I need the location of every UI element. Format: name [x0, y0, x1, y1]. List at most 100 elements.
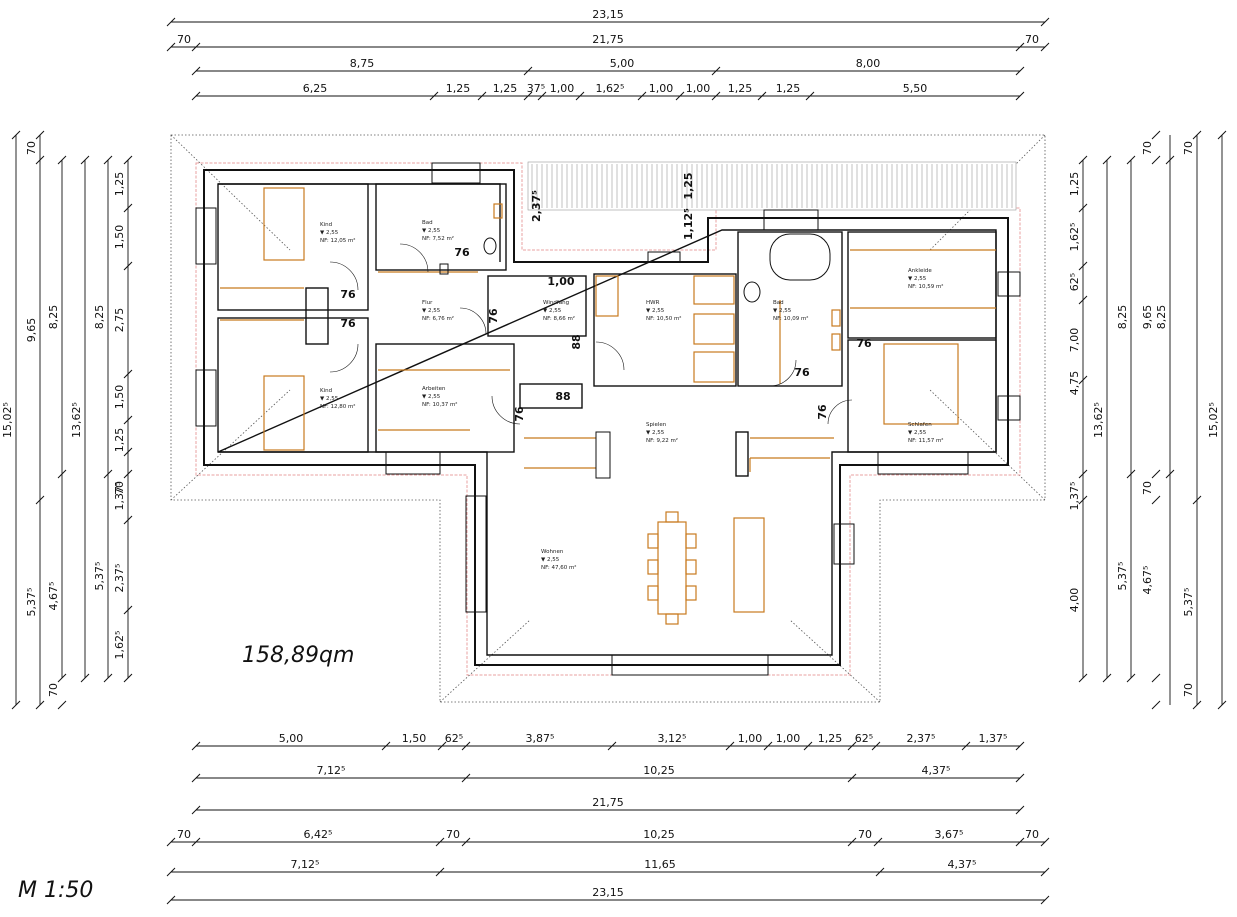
- dim-label-v: 5,37⁵: [1182, 588, 1195, 617]
- dim-label-v: 4,75: [1068, 371, 1081, 396]
- dim-label-v: 8,25: [1116, 305, 1129, 330]
- dim-label-h: 70: [177, 33, 191, 46]
- room-area: NF: 12,80 m²: [320, 403, 356, 410]
- dim-label-v: 9,65: [25, 318, 38, 343]
- exterior-walls: [203, 169, 1009, 666]
- room-height: ▼ 2,55: [908, 276, 927, 282]
- dim-label-v: 70: [1182, 683, 1195, 697]
- dim-label-h: 21,75: [592, 796, 624, 809]
- dim-label-v: 1,62⁵: [1068, 223, 1081, 252]
- inner-dim-label: 88: [555, 390, 570, 403]
- inner-dim-label: 76: [513, 406, 526, 422]
- dim-label-v: 4,67⁵: [1141, 566, 1154, 595]
- room-area: NF: 10,59 m²: [908, 283, 944, 290]
- scale-label: M 1:50: [18, 878, 93, 903]
- dim-label-h: 1,25: [446, 82, 471, 95]
- dim-label-v: 70: [1141, 481, 1154, 495]
- dim-label-h: 1,00: [738, 732, 763, 745]
- room-height: ▼ 2,55: [320, 396, 339, 402]
- dim-label-h: 8,00: [856, 57, 881, 70]
- dim-label-v: 7,00: [1068, 328, 1081, 353]
- dim-label-v: 5,37⁵: [1116, 562, 1129, 591]
- dim-label-v: 1,37⁵: [113, 482, 126, 511]
- dim-label-v: 8,25: [1155, 305, 1168, 330]
- dim-label-h: 21,75: [592, 33, 624, 46]
- room-area: NF: 10,09 m²: [773, 315, 809, 322]
- dim-label-h: 1,37⁵: [979, 732, 1008, 745]
- dim-label-v: 70: [1141, 141, 1154, 155]
- room-name: Arbeiten: [422, 386, 446, 392]
- room-name: Ankleide: [908, 268, 932, 274]
- room-area: NF: 10,37 m²: [422, 401, 458, 408]
- room-area: NF: 11,57 m²: [908, 437, 944, 444]
- inner-dim-label: 1,25: [682, 172, 695, 199]
- dim-label-v: 13,62⁵: [70, 402, 83, 438]
- fixtures: [439, 233, 831, 479]
- dim-label-h: 2,37⁵: [907, 732, 936, 745]
- dim-label-v: 1,62⁵: [113, 631, 126, 660]
- dim-label-h: 70: [446, 828, 460, 841]
- dim-label-h: 70: [858, 828, 872, 841]
- room-area: NF: 10,50 m²: [646, 315, 682, 322]
- dim-label-v: 1,50: [113, 225, 126, 250]
- room-height: ▼ 2,55: [541, 557, 560, 563]
- room-height: ▼ 2,55: [646, 430, 665, 436]
- inner-dim-label: 1,00: [547, 275, 574, 288]
- room-area: NF: 12,05 m²: [320, 237, 356, 244]
- inner-dim-label: 76: [794, 366, 810, 379]
- inner-dim-label: 76: [487, 308, 500, 324]
- dim-label-h: 1,25: [776, 82, 801, 95]
- eaves-outline: [195, 162, 1021, 676]
- dim-label-v: 5,37⁵: [93, 562, 106, 591]
- dim-label-v: 62⁵: [1068, 273, 1081, 291]
- room-height: ▼ 2,55: [646, 308, 665, 314]
- dim-label-v: 70: [25, 141, 38, 155]
- dim-label-v: 8,25: [93, 305, 106, 330]
- room-area: NF: 7,52 m²: [422, 235, 454, 242]
- dim-label-h: 70: [1025, 33, 1039, 46]
- room-area: NF: 6,76 m²: [422, 315, 454, 322]
- dim-label-h: 1,00: [776, 732, 801, 745]
- room-name: HWR: [646, 300, 660, 306]
- dim-label-h: 3,67⁵: [935, 828, 964, 841]
- inner-dim-label: 2,37⁵: [530, 190, 543, 222]
- inner-dim-label: 88: [570, 334, 583, 349]
- dim-label-h: 70: [1025, 828, 1039, 841]
- room-name: Spielen: [646, 422, 667, 428]
- room-height: ▼ 2,55: [422, 394, 441, 400]
- dim-label-h: 37⁵: [527, 82, 545, 95]
- windows: [195, 162, 1021, 676]
- inner-dim-label: 76: [454, 246, 470, 259]
- dim-label-h: 1,25: [818, 732, 843, 745]
- terrace-hatch: [527, 161, 1017, 211]
- dim-label-v: 5,37⁵: [25, 588, 38, 617]
- dim-label-h: 3,12⁵: [658, 732, 687, 745]
- dim-label-h: 8,75: [350, 57, 375, 70]
- dim-label-v: 4,67⁵: [47, 582, 60, 611]
- dim-label-h: 10,25: [643, 828, 675, 841]
- total-area-label: 158,89qm: [242, 643, 354, 668]
- room-height: ▼ 2,55: [773, 308, 792, 314]
- dim-label-h: 1,00: [550, 82, 575, 95]
- dim-label-h: 23,15: [592, 8, 624, 21]
- dimension-ticks: [11, 17, 1227, 905]
- dim-label-v: 15,02⁵: [1, 402, 14, 438]
- dim-label-h: 5,00: [279, 732, 304, 745]
- dim-label-v: 2,75: [113, 308, 126, 333]
- dim-label-h: 7,12⁵: [291, 858, 320, 871]
- dim-label-v: 1,37⁵: [1068, 482, 1081, 511]
- door-swings: [329, 243, 853, 425]
- inner-dim-label: 76: [816, 404, 829, 420]
- dim-label-v: 70: [1182, 141, 1195, 155]
